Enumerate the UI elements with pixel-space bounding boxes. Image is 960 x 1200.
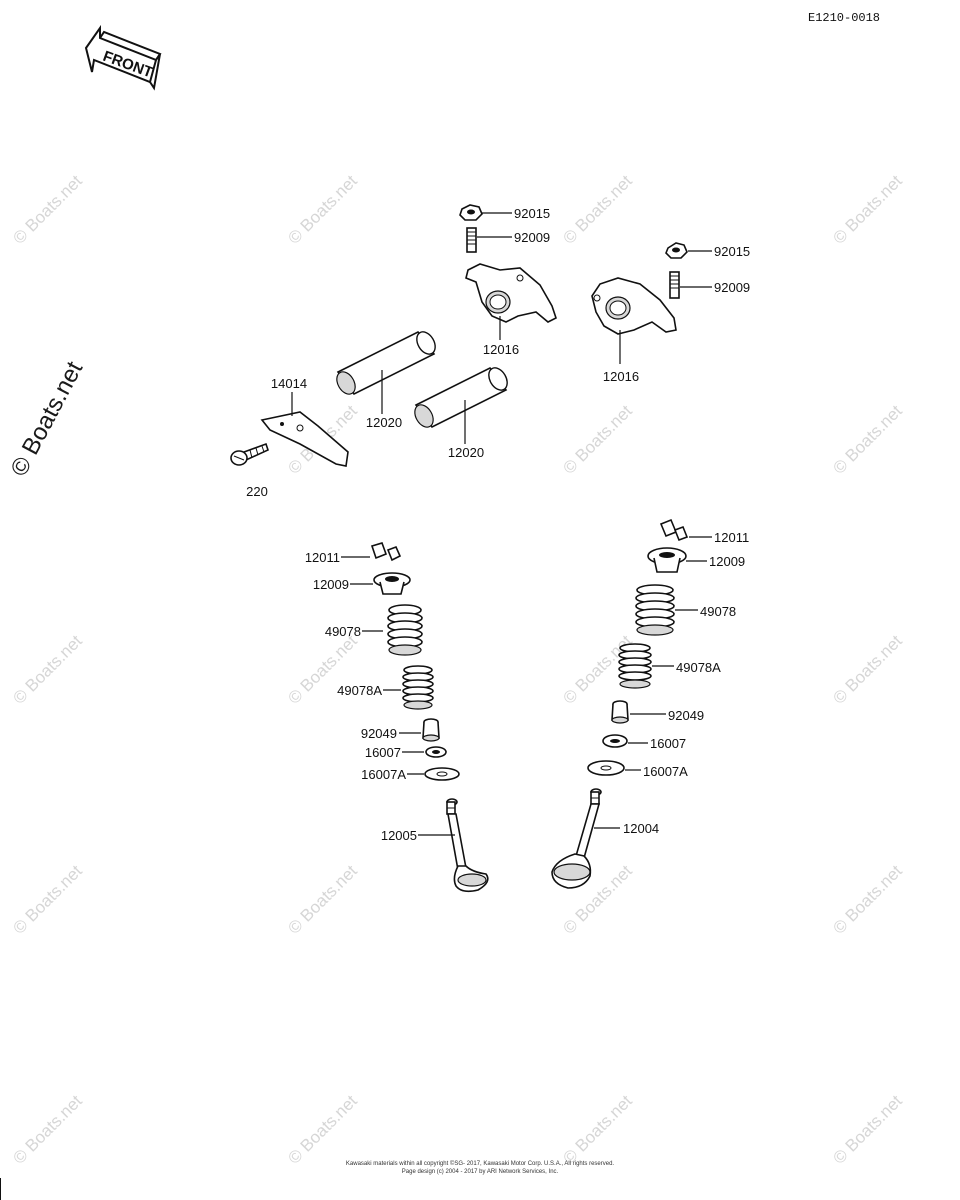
label-spring-outer-left: 49078 — [325, 624, 361, 639]
rocker-arm-right — [591, 277, 677, 335]
watermark-layer: © Boats.net © Boats.net © Boats.net © Bo… — [5, 171, 906, 1168]
label-retainer-left: 12009 — [313, 577, 349, 592]
watermark: © Boats.net — [559, 171, 636, 248]
label-stud-left: 92009 — [514, 230, 550, 245]
footer-copyright: Kawasaki materials within all copyright … — [346, 1160, 615, 1167]
washer-right — [587, 760, 625, 776]
spring-outer-left — [387, 604, 423, 656]
seat-right — [602, 734, 628, 748]
label-washer-right: 16007A — [643, 764, 688, 779]
footer-page-design: Page design (c) 2004 - 2017 by ARI Netwo… — [402, 1169, 559, 1175]
label-nut-left: 92015 — [514, 206, 550, 221]
watermark: © Boats.net — [284, 861, 361, 938]
label-washer-left: 16007A — [361, 767, 406, 782]
label-keeper-left: 12011 — [305, 550, 340, 565]
watermark: © Boats.net — [559, 1091, 636, 1168]
label-bolt: 220 — [246, 484, 268, 499]
watermark: © Boats.net — [9, 1091, 86, 1168]
label-spring-inner-right: 49078A — [676, 660, 721, 675]
label-seal-right: 92049 — [668, 708, 704, 723]
spring-outer-right — [635, 584, 675, 636]
label-keeper-right: 12011 — [714, 530, 749, 545]
rocker-shaft-left — [336, 330, 436, 396]
document-id: E1210-0018 — [808, 11, 880, 25]
retainer-right — [647, 547, 687, 573]
plate — [260, 411, 349, 467]
label-seal-left: 92049 — [361, 726, 397, 741]
valve-intake — [551, 788, 602, 889]
label-valve-exhaust: 12005 — [381, 828, 417, 843]
label-seat-right: 16007 — [650, 736, 686, 751]
label-retainer-right: 12009 — [709, 554, 745, 569]
watermark: © Boats.net — [9, 861, 86, 938]
watermark: © Boats.net — [284, 171, 361, 248]
watermark: © Boats.net — [9, 631, 86, 708]
spring-inner-right — [618, 643, 652, 689]
spring-inner-left — [402, 665, 434, 710]
stud-right — [669, 271, 680, 299]
keeper-left — [370, 542, 402, 562]
nut-left — [459, 204, 483, 221]
label-spring-inner-left: 49078A — [337, 683, 382, 698]
seal-left — [422, 718, 440, 742]
watermark: © Boats.net — [559, 401, 636, 478]
label-rocker-shaft-left: 12020 — [366, 415, 402, 430]
front-arrow-icon: FRONT — [84, 24, 162, 91]
label-spring-outer-right: 49078 — [700, 604, 736, 619]
label-valve-intake: 12004 — [623, 821, 659, 836]
washer-left — [424, 767, 460, 781]
label-stud-right: 92009 — [714, 280, 750, 295]
watermark: © Boats.net — [829, 1091, 906, 1168]
stud-left — [466, 227, 477, 253]
watermark: © Boats.net — [829, 171, 906, 248]
label-seat-left: 16007 — [365, 745, 401, 760]
nut-right — [665, 242, 688, 259]
keeper-right — [659, 518, 689, 542]
label-rocker-shaft-right: 12020 — [448, 445, 484, 460]
watermark: © Boats.net — [9, 171, 86, 248]
valve-exhaust — [446, 798, 489, 893]
seal-right — [611, 700, 629, 724]
rocker-arm-left — [465, 263, 557, 323]
watermark: © Boats.net — [829, 401, 906, 478]
watermark: © Boats.net — [829, 861, 906, 938]
bolt — [230, 442, 269, 466]
seat-left — [425, 746, 447, 758]
label-rocker-arm-right: 12016 — [603, 369, 639, 384]
watermark: © Boats.net — [829, 631, 906, 708]
retainer-left — [373, 572, 411, 595]
label-nut-right: 92015 — [714, 244, 750, 259]
label-rocker-arm-left: 12016 — [483, 342, 519, 357]
rocker-shaft-right — [414, 366, 508, 429]
label-plate: 14014 — [271, 376, 307, 391]
watermark-dark: © Boats.net — [5, 357, 88, 481]
watermark: © Boats.net — [284, 1091, 361, 1168]
